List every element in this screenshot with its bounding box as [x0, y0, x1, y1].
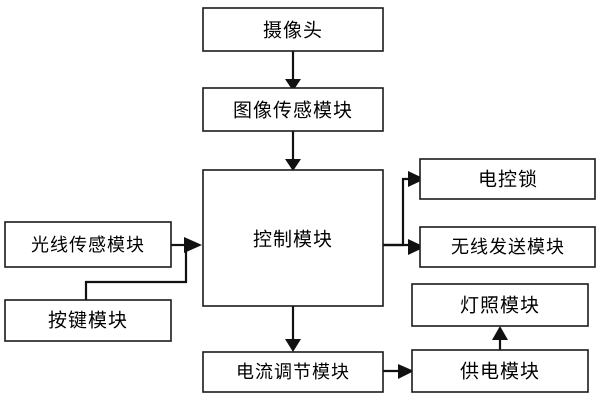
node-image-sensor-label: 图像传感模块: [233, 100, 353, 122]
node-camera[interactable]: 摄像头: [202, 7, 384, 52]
node-key-module-label: 按键模块: [48, 310, 128, 332]
edge-key-module-to-control: [84, 246, 188, 300]
node-light-sensor[interactable]: 光线传感模块: [4, 221, 172, 268]
edge-power-supply-to-lighting: [492, 326, 508, 350]
node-control-module-label: 控制模块: [253, 229, 333, 251]
node-key-module[interactable]: 按键模块: [4, 299, 172, 342]
node-current-regulator[interactable]: 电流调节模块: [202, 351, 384, 393]
edge-control-to-electric-lock: [383, 171, 425, 247]
node-camera-label: 摄像头: [263, 20, 323, 42]
node-light-sensor-label: 光线传感模块: [31, 235, 145, 256]
node-current-regulator-label: 电流调节模块: [236, 362, 350, 383]
edge-camera-to-image-sensor: [285, 51, 301, 91]
edge-light-sensor-to-control: [171, 237, 202, 253]
node-wireless-tx[interactable]: 无线发送模块: [419, 226, 596, 268]
edge-current-reg-to-power-supply: [383, 364, 414, 379]
node-wireless-tx-label: 无线发送模块: [451, 237, 565, 258]
node-control-module[interactable]: 控制模块: [202, 169, 384, 307]
node-electric-lock-label: 电控锁: [478, 169, 538, 191]
node-electric-lock[interactable]: 电控锁: [419, 158, 596, 200]
edge-image-sensor-to-control: [285, 131, 301, 171]
node-image-sensor[interactable]: 图像传感模块: [202, 87, 384, 132]
node-power-supply-label: 供电模块: [460, 361, 540, 383]
node-lighting-module[interactable]: 灯照模块: [411, 283, 589, 327]
edge-control-to-wireless-tx: [383, 239, 425, 255]
node-lighting-module-label: 灯照模块: [460, 295, 540, 317]
node-power-supply[interactable]: 供电模块: [411, 349, 589, 393]
edge-control-to-current-reg: [285, 306, 301, 352]
